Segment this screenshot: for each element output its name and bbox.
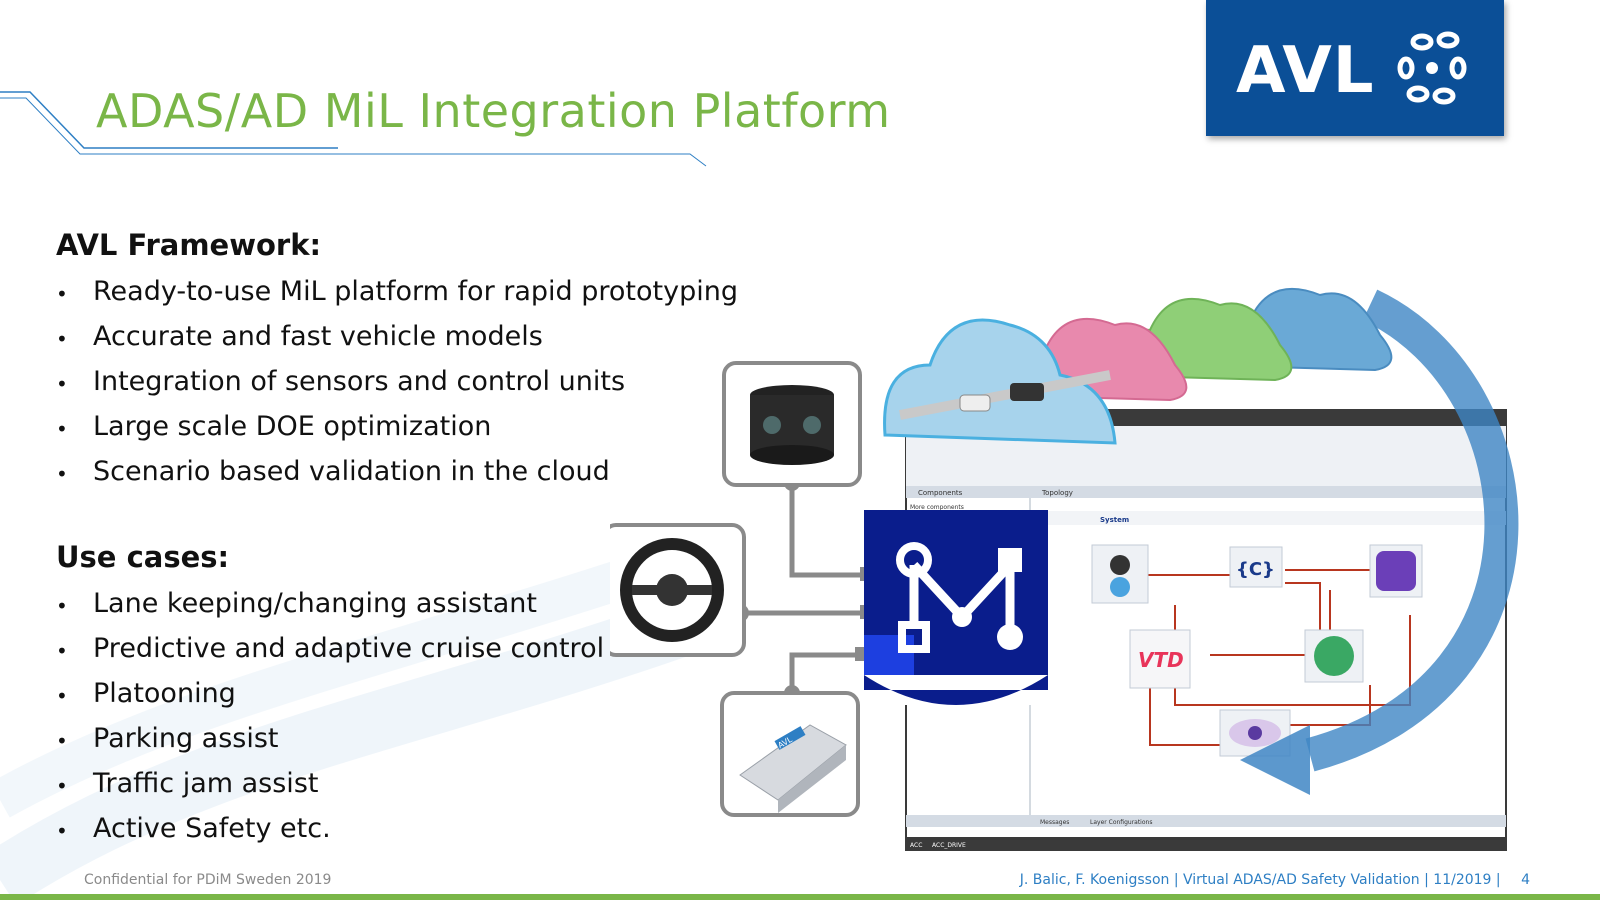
footer-credits-text: J. Balic, F. Koenigsson | Virtual ADAS/A… [1019, 872, 1501, 888]
software-panel-label: More components [910, 504, 964, 511]
use-case-item: •Lane keeping/changing assistant [56, 588, 604, 633]
mil-platform-diagram: Components Topology More components Syst… [610, 287, 1519, 851]
footer-bar [0, 894, 1600, 900]
bullet: • [56, 639, 68, 663]
footer-credits: J. Balic, F. Koenigsson | Virtual ADAS/A… [1020, 872, 1530, 888]
use-case-item: •Predictive and adaptive cruise control [56, 633, 604, 678]
cycle-arrow [1305, 289, 1519, 772]
avl-logo: AVL [1206, 0, 1504, 136]
code-block-label: {C} [1236, 559, 1275, 580]
use-case-item: •Traffic jam assist [56, 768, 604, 813]
use-cases-heading: Use cases: [56, 540, 230, 574]
status-tab: ACC [910, 842, 922, 849]
framework-list: •Ready-to-use MiL platform for rapid pro… [56, 276, 738, 501]
software-tab-label: Components [918, 489, 963, 497]
bullet: • [56, 372, 68, 396]
use-case-item: •Parking assist [56, 723, 604, 768]
use-case-item: •Platooning [56, 678, 604, 723]
title-decoration [0, 91, 707, 167]
bullet: • [56, 327, 68, 351]
bullet: • [56, 774, 68, 798]
bullet: • [56, 819, 68, 843]
framework-item: •Ready-to-use MiL platform for rapid pro… [56, 276, 738, 321]
sensor-device [722, 361, 862, 487]
mil-hub-icon [864, 510, 1048, 705]
status-tab: ACC_DRIVE [932, 842, 966, 849]
avl-star-icon [1397, 31, 1467, 105]
background-swirl [0, 541, 700, 900]
ecu-hardware-device: AVL [720, 691, 860, 817]
software-bottom-tab: Messages [1040, 819, 1069, 826]
scenario-cloud [883, 318, 1117, 445]
bullet: • [56, 282, 68, 306]
bullet: • [56, 684, 68, 708]
connection-lines [740, 483, 870, 693]
bullet: • [56, 417, 68, 441]
page-number: 4 [1521, 872, 1530, 888]
bullet: • [56, 462, 68, 486]
framework-item: •Large scale DOE optimization [56, 411, 738, 456]
steering-wheel-device [610, 523, 746, 657]
framework-heading: AVL Framework: [56, 228, 322, 262]
framework-item: •Accurate and fast vehicle models [56, 321, 738, 366]
software-bottom-tab: Layer Configurations [1090, 819, 1152, 826]
use-case-item: •Active Safety etc. [56, 813, 604, 858]
vtd-block[interactable] [1129, 629, 1191, 689]
slide-title: ADAS/AD MiL Integration Platform [96, 84, 891, 138]
logo-text: AVL [1236, 34, 1375, 108]
software-tab-label: Topology [1041, 489, 1073, 497]
bullet: • [56, 729, 68, 753]
code-block[interactable] [1229, 546, 1283, 588]
bullet: • [56, 594, 68, 618]
framework-item: •Scenario based validation in the cloud [56, 456, 738, 501]
footer-confidential: Confidential for PDiM Sweden 2019 [84, 872, 332, 888]
vtd-label: VTD [1138, 648, 1184, 672]
use-cases-list: •Lane keeping/changing assistant •Predic… [56, 588, 604, 858]
framework-item: •Integration of sensors and control unit… [56, 366, 738, 411]
cycle-arrow-head [1240, 725, 1310, 795]
software-system-label: System [1100, 516, 1129, 524]
